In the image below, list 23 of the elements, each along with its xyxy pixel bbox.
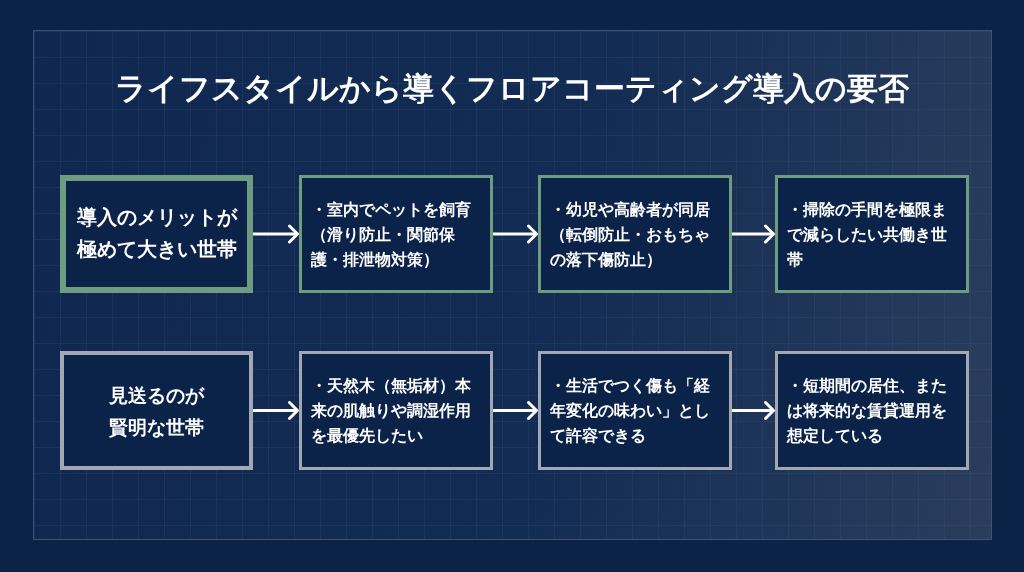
arrow — [732, 401, 775, 420]
process-box — [775, 175, 969, 293]
arrow — [253, 224, 299, 244]
process-box — [775, 351, 969, 470]
node-text: ・生活でつく傷も「経年変化の味わい」として許容できる — [550, 375, 711, 447]
process-box — [538, 175, 732, 293]
arrow — [732, 224, 775, 244]
arrow — [493, 224, 538, 244]
node-text: ・幼児や高齢者が同居（転倒防止・おもちゃの落下傷防止） — [550, 198, 711, 271]
node-text: 見送るのが賢明な世帯 — [108, 382, 206, 440]
node-text: ・短期間の居住、または将来的な賃貸運用を想定している — [787, 375, 948, 447]
process-box — [299, 175, 493, 293]
process-box — [299, 351, 493, 470]
category-box — [60, 175, 253, 293]
process-box — [538, 351, 732, 470]
node-text: ・天然木（無垢材）本来の肌触りや調湿作用を最優先したい — [311, 375, 472, 447]
title: ライフスタイルから導くフロアコーティング導入の要否 — [114, 69, 910, 108]
category-box — [60, 351, 253, 470]
node-text: 導入のメリットが極めて大きい世帯 — [75, 205, 239, 263]
node-text: ・掃除の手間を極限まで減らしたい共働き世帯 — [787, 198, 948, 271]
node-text: ・室内でペットを飼育（滑り防止・関節保護・排泄物対策） — [311, 198, 472, 271]
arrow — [493, 401, 538, 420]
arrow — [253, 401, 299, 420]
